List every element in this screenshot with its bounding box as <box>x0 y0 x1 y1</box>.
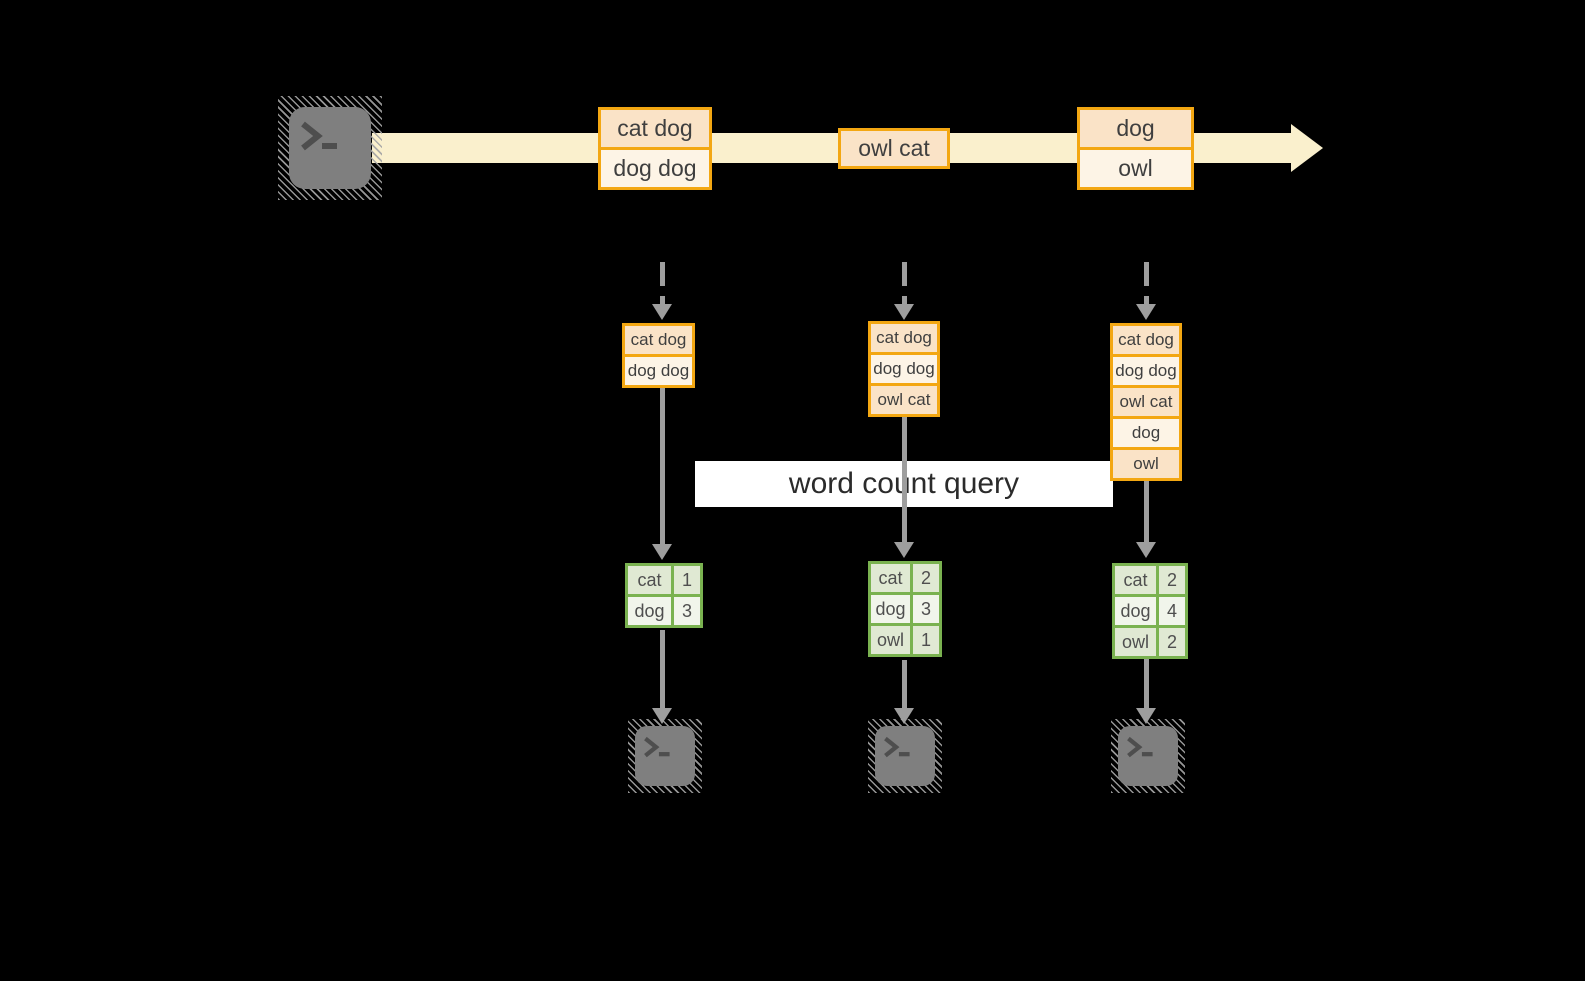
count-word: owl <box>1115 628 1156 656</box>
dashed-arrow-line-2 <box>902 262 907 304</box>
state-line: owl cat <box>871 386 937 414</box>
count-value: 1 <box>913 626 939 654</box>
dashed-arrow-head-2 <box>894 304 914 320</box>
state-line: owl cat <box>1113 388 1179 416</box>
prompt-icon <box>301 121 337 151</box>
query-arrow-line-2 <box>902 417 907 542</box>
state-line: dog dog <box>871 355 937 383</box>
prompt-icon <box>884 736 910 758</box>
count-word: dog <box>628 597 671 625</box>
query-arrow-line-3 <box>1144 481 1149 542</box>
count-word: dog <box>871 595 910 623</box>
count-word: cat <box>871 564 910 592</box>
stream-timeline-arrowhead <box>1291 124 1323 172</box>
dashed-arrow-head-1 <box>652 304 672 320</box>
state-line: dog dog <box>1113 357 1179 385</box>
batch-line: dog dog <box>601 150 709 187</box>
state-line: dog dog <box>625 357 692 385</box>
state-line: cat dog <box>871 324 937 352</box>
batch-line: dog <box>1080 110 1191 147</box>
state-box-1: cat dog dog dog <box>622 323 695 388</box>
terminal-output-icon-3 <box>1111 719 1185 793</box>
output-arrow-line-2 <box>902 660 907 708</box>
prompt-icon <box>644 736 670 758</box>
dashed-arrow-head-3 <box>1136 304 1156 320</box>
query-arrow-line-1 <box>660 388 665 544</box>
count-word: cat <box>1115 566 1156 594</box>
query-arrow-head-3 <box>1136 542 1156 558</box>
count-value: 3 <box>913 595 939 623</box>
query-arrow-head-2 <box>894 542 914 558</box>
count-value: 4 <box>1159 597 1185 625</box>
state-box-2: cat dog dog dog owl cat <box>868 321 940 417</box>
state-line: cat dog <box>1113 326 1179 354</box>
count-value: 3 <box>674 597 700 625</box>
stream-batch-1: cat dog dog dog <box>598 107 712 190</box>
count-word: cat <box>628 566 671 594</box>
count-value: 2 <box>1159 628 1185 656</box>
stream-batch-3: dog owl <box>1077 107 1194 190</box>
state-line: cat dog <box>625 326 692 354</box>
terminal-screen <box>875 726 935 786</box>
batch-line: owl cat <box>841 131 947 166</box>
batch-line: cat dog <box>601 110 709 147</box>
count-value: 2 <box>913 564 939 592</box>
state-line: owl <box>1113 450 1179 478</box>
dashed-arrow-line-3 <box>1144 262 1149 304</box>
dashed-arrow-line-1 <box>660 262 665 304</box>
terminal-output-icon-2 <box>868 719 942 793</box>
output-arrow-line-3 <box>1144 659 1149 708</box>
state-line: dog <box>1113 419 1179 447</box>
terminal-screen <box>1118 726 1178 786</box>
query-arrow-head-1 <box>652 544 672 560</box>
count-word: dog <box>1115 597 1156 625</box>
count-word: owl <box>871 626 910 654</box>
terminal-output-icon-1 <box>628 719 702 793</box>
batch-line: owl <box>1080 150 1191 187</box>
count-table-2: cat 2 dog 3 owl 1 <box>868 561 942 657</box>
stream-batch-2: owl cat <box>838 128 950 169</box>
count-table-3: cat 2 dog 4 owl 2 <box>1112 563 1188 659</box>
count-value: 2 <box>1159 566 1185 594</box>
output-arrow-line-1 <box>660 630 665 708</box>
state-box-3: cat dog dog dog owl cat dog owl <box>1110 323 1182 481</box>
count-value: 1 <box>674 566 700 594</box>
prompt-icon <box>1127 736 1153 758</box>
terminal-source-icon <box>278 96 382 200</box>
count-table-1: cat 1 dog 3 <box>625 563 703 628</box>
terminal-screen <box>289 107 371 189</box>
terminal-screen <box>635 726 695 786</box>
